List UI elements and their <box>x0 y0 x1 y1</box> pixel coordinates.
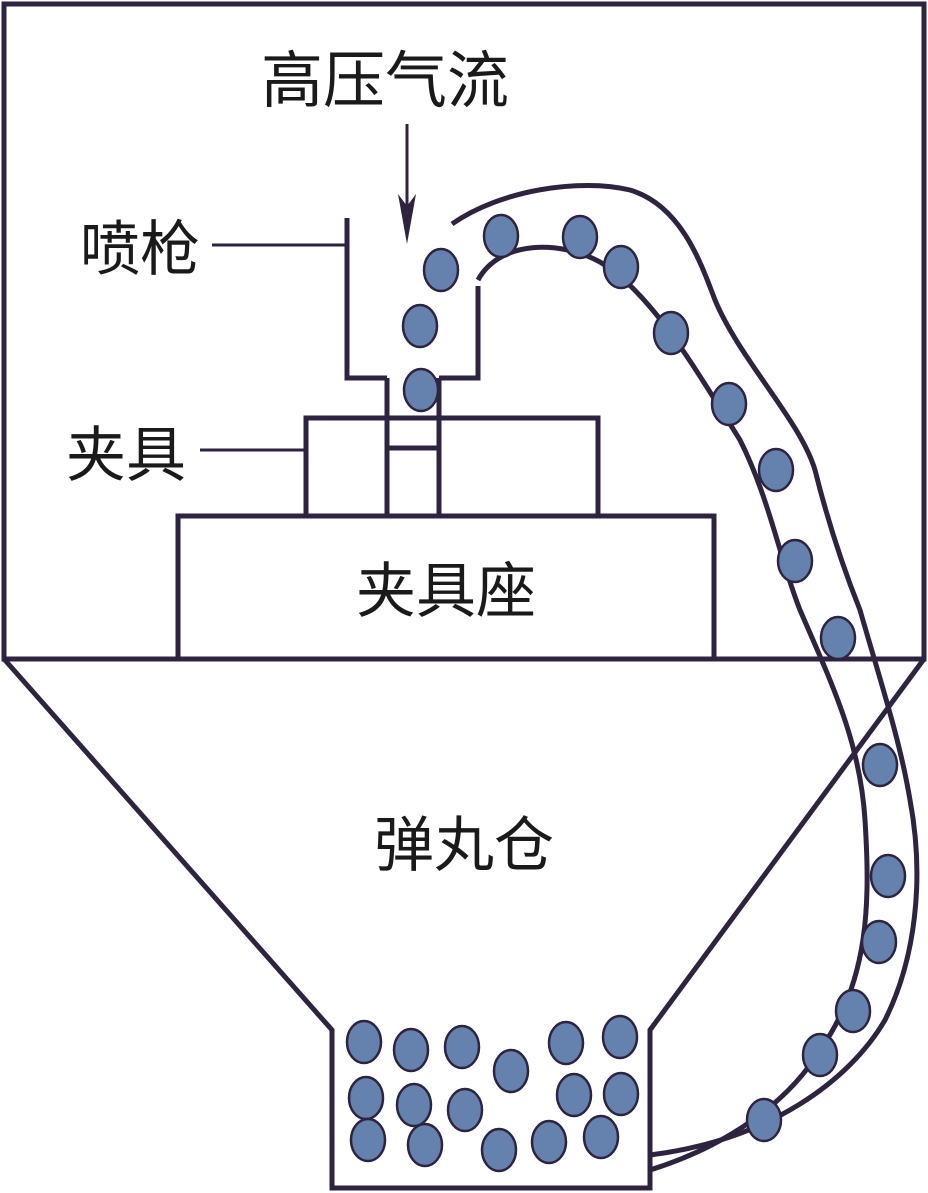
hopper-funnel <box>2 657 927 1191</box>
fixture-label: 夹具 <box>66 421 186 491</box>
shot-pellet <box>446 1087 484 1133</box>
shot-pellet <box>482 213 520 259</box>
shot-pellet <box>819 615 857 661</box>
shot-pellet <box>402 367 440 413</box>
shot-pellet <box>406 1122 444 1168</box>
shot-bin-label: 弹丸仓 <box>374 811 554 881</box>
shot-pellet <box>347 1075 385 1121</box>
shot-pellet <box>392 1027 430 1073</box>
shot-pellet <box>801 1032 839 1078</box>
fixture <box>303 415 601 519</box>
shot-pellet <box>349 1117 387 1163</box>
shot-pellet <box>395 1082 433 1128</box>
shot-pellet <box>601 1014 639 1060</box>
fixture-channel <box>384 378 442 516</box>
shot-pellets <box>345 213 907 1173</box>
shot-pellet <box>582 1114 620 1160</box>
shot-pellet <box>561 214 599 260</box>
spray-gun <box>344 218 481 381</box>
shot-pellet <box>602 1071 640 1117</box>
shot-pellet <box>710 381 748 427</box>
shot-pellet <box>652 310 690 356</box>
airflow-label: 高压气流 <box>261 44 509 117</box>
airflow-arrow <box>398 124 416 244</box>
shot-pellet <box>860 919 898 965</box>
shot-pellet <box>745 1097 783 1143</box>
shot-pellet <box>480 1127 518 1173</box>
spray-gun-label: 喷枪 <box>80 215 200 285</box>
shot-pellet <box>555 1072 593 1118</box>
shot-pellet <box>776 538 814 584</box>
shot-pellet <box>422 247 460 293</box>
shot-pellet <box>602 244 640 290</box>
shot-pellet <box>869 853 907 899</box>
shot-pellet <box>834 988 872 1034</box>
return-hose-inner <box>475 244 870 1173</box>
shot-pellet <box>401 303 439 349</box>
shot-pellet <box>861 742 899 788</box>
shot-pellet <box>757 447 795 493</box>
fixture-base-label: 夹具座 <box>356 557 536 627</box>
shot-pellet <box>345 1019 383 1065</box>
return-hose-outer <box>450 183 920 1158</box>
shot-pellet <box>492 1048 530 1094</box>
shot-pellet <box>530 1119 568 1165</box>
shot-pellet <box>443 1024 481 1070</box>
shot-pellet <box>547 1020 585 1066</box>
